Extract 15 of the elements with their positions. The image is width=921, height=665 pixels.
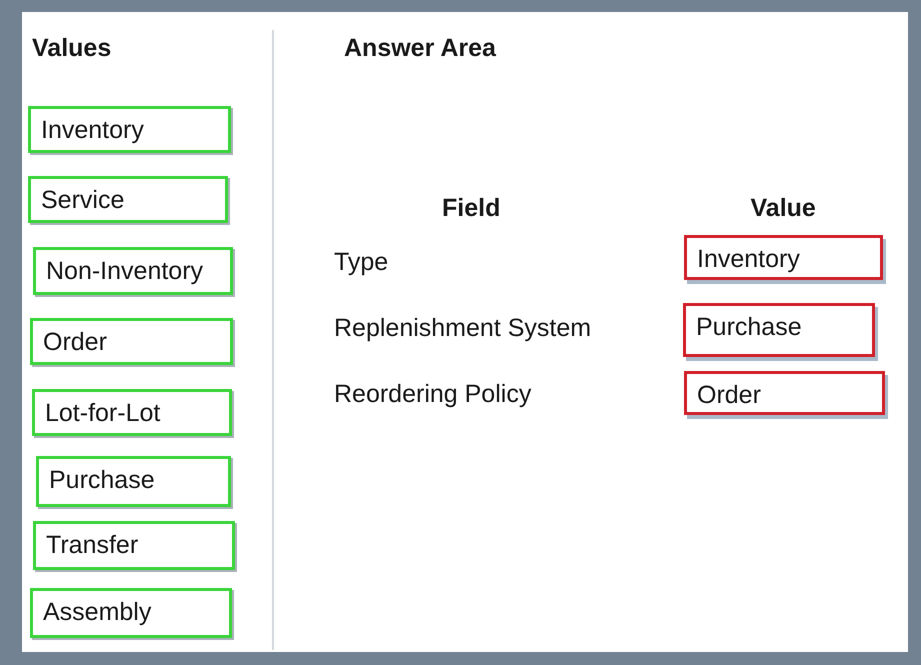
column-heading: Field — [442, 193, 500, 223]
value-option: Service — [28, 176, 228, 223]
field-label: Reordering Policy — [334, 379, 532, 409]
value-option: Transfer — [33, 521, 235, 570]
section-heading: Answer Area — [344, 33, 496, 63]
value-option: Non-Inventory — [33, 247, 233, 295]
section-heading: Values — [32, 33, 112, 63]
column-heading: Value — [750, 193, 816, 223]
value-option: Lot-for-Lot — [32, 389, 232, 436]
value-option: Inventory — [28, 106, 231, 153]
field-label: Type — [334, 247, 388, 277]
value-option: Assembly — [30, 588, 232, 638]
field-label: Replenishment System — [334, 313, 592, 343]
value-option: Order — [30, 318, 233, 365]
value-option: Purchase — [36, 456, 231, 507]
